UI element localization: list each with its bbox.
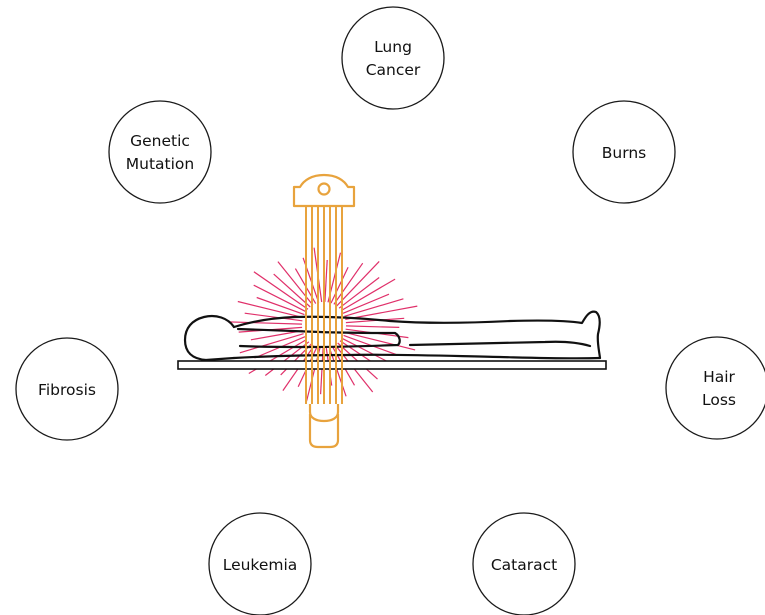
effect-label: Cancer bbox=[366, 61, 421, 79]
radiation-ray bbox=[346, 326, 399, 328]
effect-fibrosis: Fibrosis bbox=[16, 338, 118, 440]
effect-label: Fibrosis bbox=[38, 381, 96, 399]
patient-leg-outline bbox=[410, 342, 590, 346]
effect-label: Cataract bbox=[491, 556, 557, 574]
effect-genetic-mutation: Genetic Mutation bbox=[109, 101, 211, 203]
machine-lower-housing bbox=[310, 404, 338, 421]
effect-label: Genetic bbox=[130, 132, 190, 150]
machine-aperture bbox=[319, 184, 330, 195]
effect-circle bbox=[342, 7, 444, 109]
effect-label: Lung bbox=[374, 38, 412, 56]
effect-leukemia: Leukemia bbox=[209, 513, 311, 615]
effect-lung-cancer: Lung Cancer bbox=[342, 7, 444, 109]
effect-label: Mutation bbox=[126, 155, 194, 173]
effect-label: Loss bbox=[702, 391, 736, 409]
treatment-table bbox=[178, 361, 606, 369]
effect-circle bbox=[666, 337, 765, 439]
effect-cataract: Cataract bbox=[473, 513, 575, 615]
machine-head bbox=[294, 175, 354, 206]
radiation-burst bbox=[228, 248, 417, 402]
radiation-ray bbox=[325, 260, 327, 302]
radiation-ray bbox=[228, 322, 302, 324]
machine-beams bbox=[306, 206, 342, 404]
effect-label: Leukemia bbox=[223, 556, 298, 574]
radiotherapy-machine bbox=[294, 175, 354, 447]
radiation-ray bbox=[238, 302, 303, 318]
effect-label: Burns bbox=[602, 144, 646, 162]
effect-circle bbox=[109, 101, 211, 203]
effect-hair-loss: Hair Loss bbox=[666, 337, 765, 439]
effect-label: Hair bbox=[703, 368, 735, 386]
radiation-ray bbox=[331, 267, 348, 303]
effect-burns: Burns bbox=[573, 101, 675, 203]
patient-head bbox=[185, 316, 234, 360]
